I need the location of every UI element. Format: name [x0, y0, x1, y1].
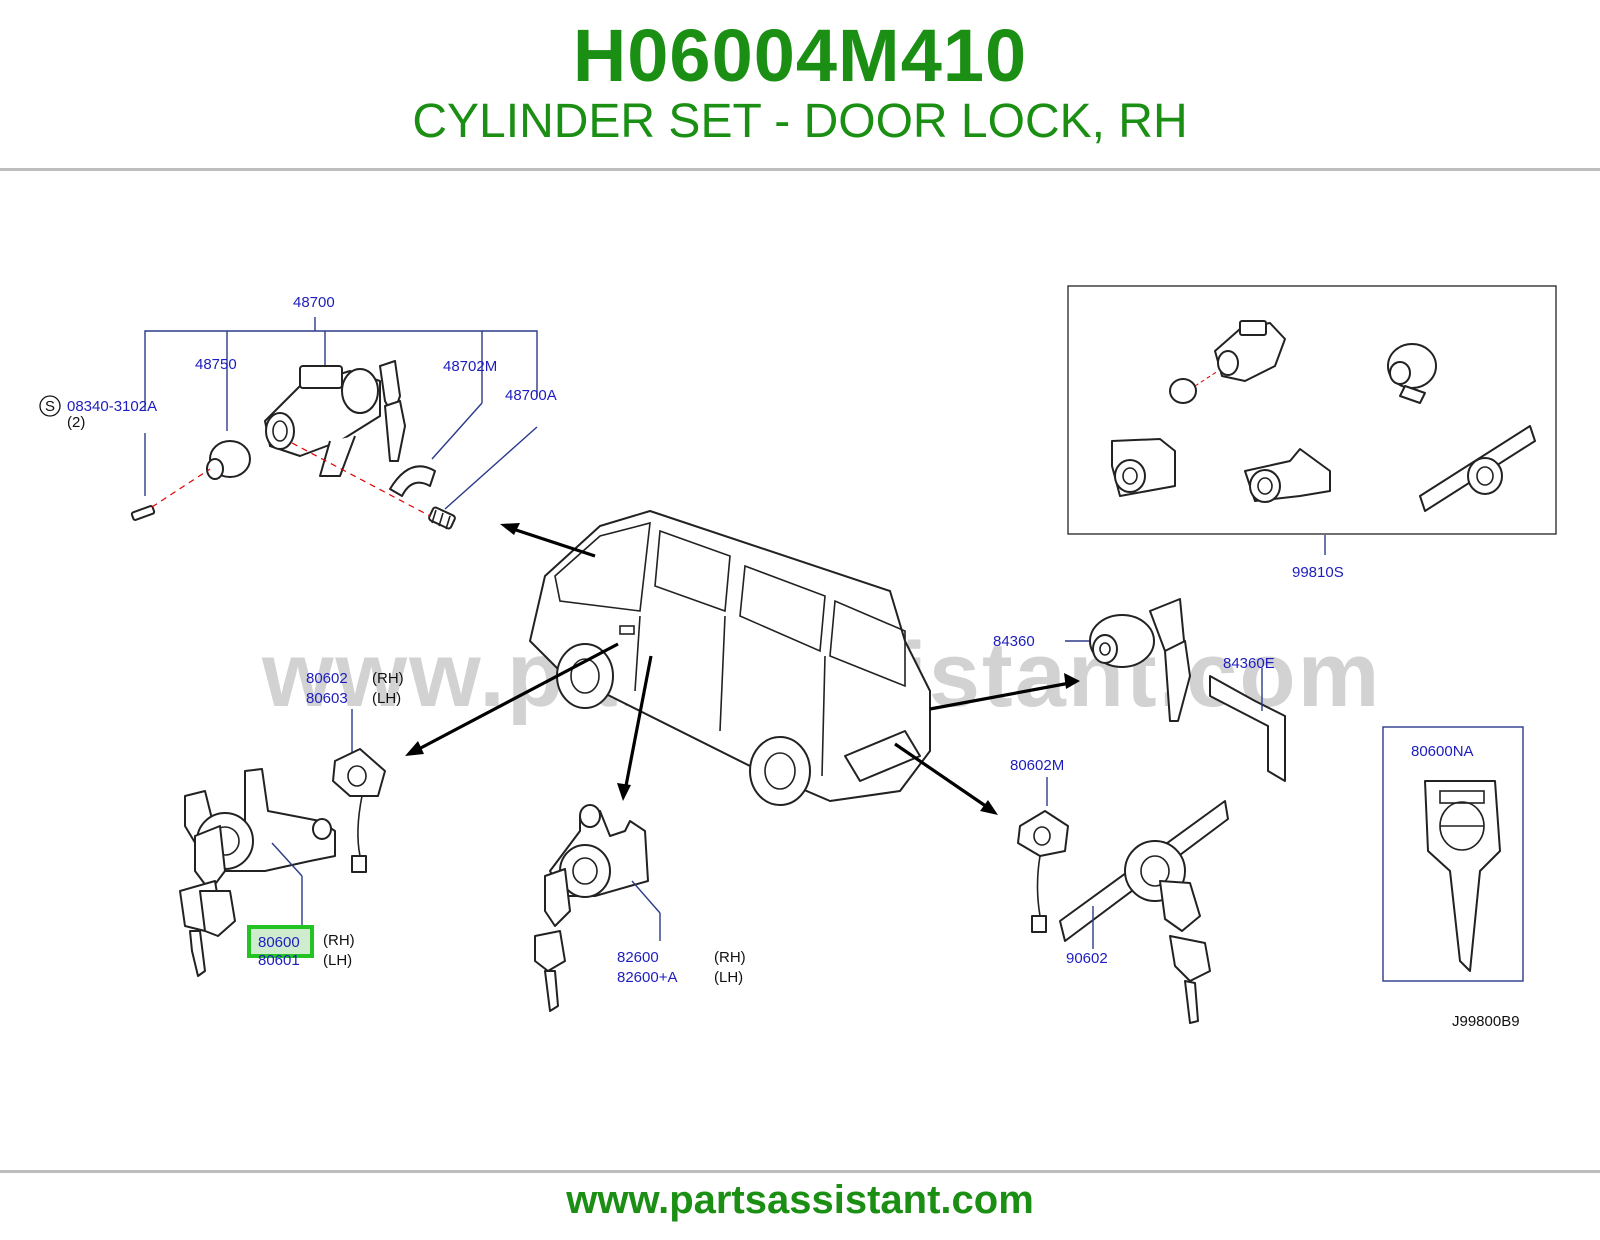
label-80600-rh: (RH) [323, 932, 355, 949]
label-48750[interactable]: 48750 [195, 356, 237, 373]
label-80601-lh: (LH) [323, 952, 352, 969]
label-82600a[interactable]: 82600+A [617, 969, 677, 986]
footer-divider [0, 1170, 1600, 1173]
parts-diagram: www.partsassistant.com 48700 [39, 285, 1557, 1030]
standard-part-icon [39, 395, 61, 417]
standard-part-mark: S [45, 398, 55, 415]
label-80603-lh: (LH) [372, 690, 401, 707]
label-80601[interactable]: 80601 [258, 952, 300, 969]
door-lock-80600-illustration [179, 768, 336, 977]
label-82600[interactable]: 82600 [617, 949, 659, 966]
label-48700[interactable]: 48700 [293, 294, 335, 311]
label-80602[interactable]: 80602 [306, 670, 348, 687]
label-90602[interactable]: 90602 [1066, 950, 1108, 967]
door-lock-82600-illustration [534, 804, 661, 1012]
label-08340-3102a[interactable]: 08340-3102A [67, 398, 157, 415]
label-80602m[interactable]: 80602M [1010, 757, 1064, 774]
van-illustration [529, 510, 931, 806]
label-80602-rh: (RH) [372, 670, 404, 687]
part-number-title: H06004M410 [572, 14, 1028, 97]
label-80600[interactable]: 80600 [258, 934, 300, 951]
label-82600a-lh: (LH) [714, 969, 743, 986]
label-qty-2: (2) [67, 414, 85, 431]
figure-code: J99800B9 [1452, 1013, 1520, 1030]
key-inset-box [1382, 726, 1524, 982]
label-48702m[interactable]: 48702M [443, 358, 497, 375]
header-divider [0, 168, 1600, 171]
kit-parts-illustration [1111, 320, 1536, 512]
footer-url[interactable]: www.partsassistant.com [566, 1178, 1034, 1222]
key-blank-illustration [1424, 780, 1501, 972]
header: H06004M410 CYLINDER SET - DOOR LOCK, RH [0, 0, 1600, 168]
label-82600-rh: (RH) [714, 949, 746, 966]
label-80603[interactable]: 80603 [306, 690, 348, 707]
label-84360[interactable]: 84360 [993, 633, 1035, 650]
callout-arrows [405, 523, 1080, 815]
back-door-lock-group [1065, 598, 1286, 782]
kit-inset-box [1067, 285, 1557, 535]
label-99810s[interactable]: 99810S [1292, 564, 1344, 581]
highlighted-part-box[interactable] [247, 925, 314, 958]
label-80600na[interactable]: 80600NA [1411, 743, 1474, 760]
label-48700a[interactable]: 48700A [505, 387, 557, 404]
switch-80602-illustration [332, 709, 386, 873]
rear-lock-90602-illustration [1017, 777, 1229, 1024]
part-description: CYLINDER SET - DOOR LOCK, RH [412, 95, 1188, 148]
ignition-lock-group [130, 317, 538, 530]
label-84360e[interactable]: 84360E [1223, 655, 1275, 672]
